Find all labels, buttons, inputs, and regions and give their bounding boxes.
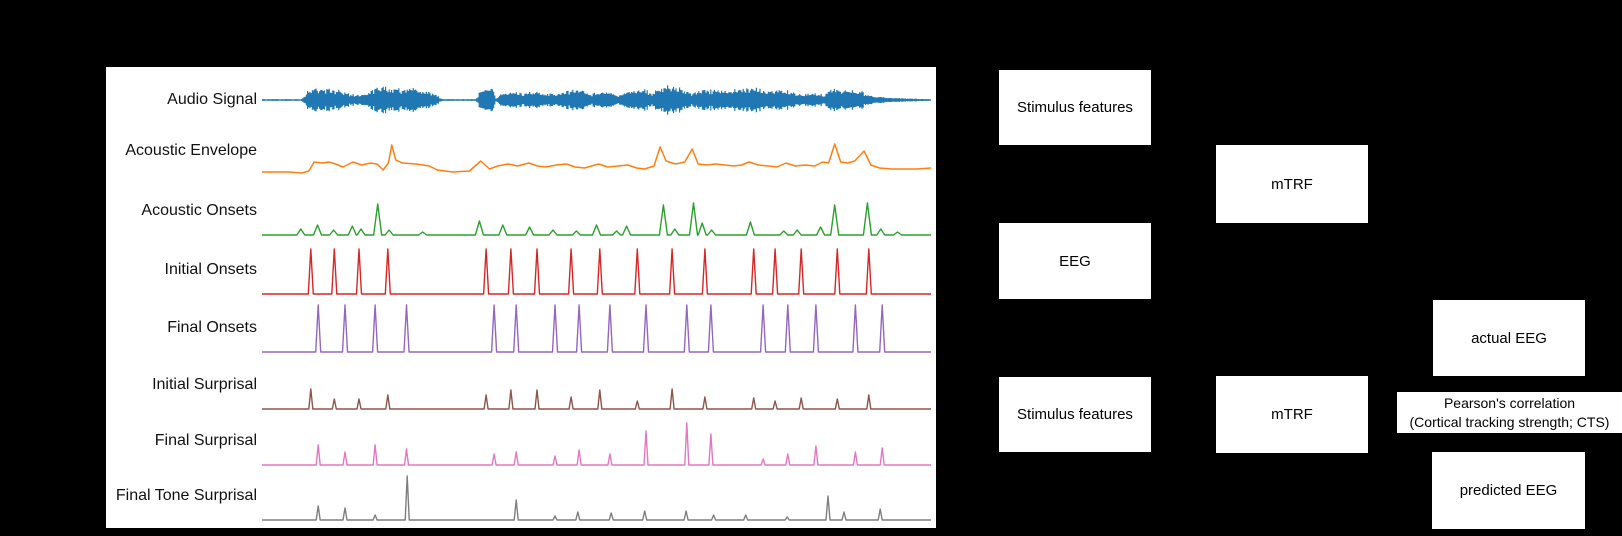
signal-plot-final-surprisal xyxy=(262,422,931,466)
flow-box-label: actual EEG xyxy=(1471,329,1547,347)
signal-trace-final-surprisal xyxy=(262,422,931,466)
signal-label-final-onsets: Final Onsets xyxy=(167,319,257,336)
signal-label-acoustic-envelope: Acoustic Envelope xyxy=(125,142,257,159)
signal-plot-acoustic-onsets xyxy=(262,202,931,236)
flow-box-eeg: EEG xyxy=(999,223,1151,299)
flow-box-label: predicted EEG xyxy=(1459,482,1558,499)
signal-trace-initial-surprisal xyxy=(262,388,931,410)
flow-box-label: mTRF xyxy=(1271,406,1313,423)
flow-box-pearson-correlation: Pearson's correlation (Cortical tracking… xyxy=(1397,392,1622,433)
flow-box-label: mTRF xyxy=(1271,175,1313,193)
signal-plot-final-tone-surprisal xyxy=(262,475,931,521)
signal-trace-initial-onsets xyxy=(262,248,931,295)
signal-plot-audio-signal xyxy=(262,85,931,115)
flow-box-label: EEG xyxy=(1059,252,1091,270)
signal-label-acoustic-onsets: Acoustic Onsets xyxy=(141,202,257,219)
signal-trace-audio-signal xyxy=(262,85,931,115)
signal-label-final-tone-surprisal: Final Tone Surprisal xyxy=(115,487,257,504)
signal-trace-final-onsets xyxy=(262,304,931,353)
signal-trace-final-tone-surprisal xyxy=(262,475,931,521)
pearson-line-1: Pearson's correlation xyxy=(1443,395,1576,412)
signal-label-initial-surprisal: Initial Surprisal xyxy=(152,376,257,393)
flow-box-predicted-eeg: predicted EEG xyxy=(1432,452,1585,529)
flow-box-stimulus-features-training: Stimulus features xyxy=(999,70,1151,145)
flow-box-mtrf-testing: mTRF xyxy=(1216,376,1368,453)
signal-trace-acoustic-envelope xyxy=(262,143,931,174)
signal-trace-acoustic-onsets xyxy=(262,202,931,236)
flow-box-mtrf-training: mTRF xyxy=(1216,145,1368,223)
signal-plot-final-onsets xyxy=(262,304,931,353)
signal-label-audio-signal: Audio Signal xyxy=(167,91,257,108)
flow-box-stimulus-features-testing: Stimulus features xyxy=(999,377,1151,452)
flow-box-label: Stimulus features xyxy=(1017,406,1133,423)
signal-plot-initial-onsets xyxy=(262,248,931,295)
flow-box-label: Stimulus features xyxy=(1017,99,1133,116)
signal-label-initial-onsets: Initial Onsets xyxy=(164,261,257,278)
signal-plot-initial-surprisal xyxy=(262,388,931,410)
signal-label-final-surprisal: Final Surprisal xyxy=(154,432,257,449)
flow-box-actual-eeg: actual EEG xyxy=(1433,300,1585,376)
pearson-line-2: (Cortical tracking strength; CTS) xyxy=(1409,413,1610,430)
signal-plot-acoustic-envelope xyxy=(262,143,931,174)
